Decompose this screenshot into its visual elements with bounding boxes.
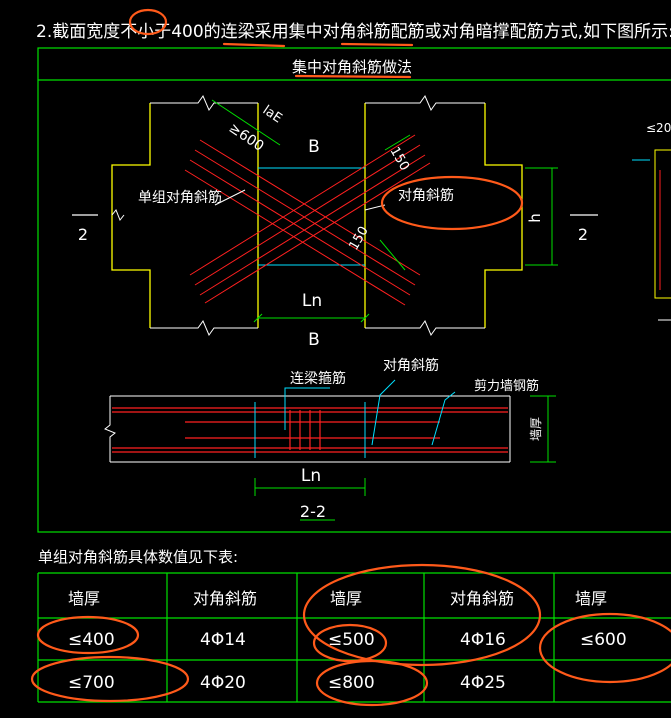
section-mark-left: 2: [78, 225, 88, 244]
table-header-wall-1: 墙厚: [68, 589, 100, 608]
section-dimension: [254, 395, 556, 521]
label-b-bottom: B: [308, 330, 320, 350]
markup-underline-heading-1: [222, 42, 286, 48]
label-stirrup: 连梁箍筋: [290, 370, 346, 387]
table-cell: 4Φ20: [200, 673, 246, 693]
markup-circle-800-cell: [315, 659, 429, 707]
table-cell: 4Φ14: [200, 630, 246, 650]
plan-view: 2 2 B B Ln h laE ≥600 150 150 单组对角斜筋 对角斜…: [72, 94, 598, 350]
label-ln-section: Ln: [301, 466, 321, 486]
table-title: 单组对角斜筋具体数值见下表:: [38, 548, 238, 566]
beam-lines: [258, 167, 365, 266]
label-wall-thickness-section: 墙厚: [529, 417, 543, 441]
section-caption: 2-2: [300, 502, 326, 521]
panel-title: 集中对角斜筋做法: [292, 58, 412, 76]
label-b-top: B: [308, 137, 320, 157]
table-cell: ≤800: [328, 673, 375, 693]
markup-circle-400: [128, 8, 168, 36]
table-row: ≤400 4Φ14 ≤500 4Φ16 ≤600: [68, 630, 627, 650]
markup-circle-diagonal: [380, 175, 524, 231]
markup-circle-600-cell: [538, 612, 671, 684]
label-diagonal-section: 对角斜筋: [383, 357, 439, 374]
table-cell: ≤700: [68, 673, 115, 693]
table-header-row: 墙厚 对角斜筋 墙厚 对角斜筋 墙厚: [68, 589, 607, 608]
label-diagonal-plan: 对角斜筋: [398, 187, 454, 204]
table-row: ≤700 4Φ20 ≤800 4Φ25: [68, 673, 506, 693]
left-wall-outline: [111, 103, 259, 328]
markup-annotations: [30, 8, 671, 707]
table-cell: ≤400: [68, 630, 115, 650]
panel-frame: [37, 47, 671, 533]
markup-circle-700-cell: [30, 655, 190, 703]
label-150-bottom: 150: [346, 224, 371, 253]
label-150-top: 150: [387, 145, 412, 174]
markup-circle-table-mid: [302, 563, 542, 667]
table-header-bar-1: 对角斜筋: [193, 589, 257, 608]
markup-circle-400-cell: [36, 615, 140, 655]
diagonal-rebar: [184, 134, 431, 306]
break-lines: [111, 94, 485, 337]
section-outline: [104, 395, 511, 463]
right-partial-label: ≤200: [646, 121, 671, 135]
label-ln-plan: Ln: [302, 291, 322, 311]
table-cell: ≤500: [328, 630, 375, 650]
right-partial-drawing: ≤200: [632, 121, 671, 321]
markup-circle-500-cell: [312, 623, 388, 663]
table-header-wall-2: 墙厚: [330, 589, 362, 608]
section-guides: [254, 379, 456, 458]
heading-text: 2.截面宽度不小于400的连梁采用集中对角斜筋配筋或对角暗撑配筋方式,如下图所示…: [36, 22, 671, 42]
table-cell: 4Φ25: [460, 673, 506, 693]
label-single-group: 单组对角斜筋: [138, 189, 222, 206]
table-cell: ≤600: [580, 630, 627, 650]
leader-single-group: [214, 189, 246, 206]
label-h: h: [526, 213, 544, 223]
markup-underline-title: [294, 74, 412, 79]
markup-underline-heading-2: [340, 42, 414, 47]
label-600: ≥600: [226, 120, 267, 155]
dimension-lines: [211, 99, 558, 323]
section-rebar: [112, 407, 508, 453]
table-header-bar-2: 对角斜筋: [450, 589, 514, 608]
table-cell: 4Φ16: [460, 630, 506, 650]
section-view: 连梁箍筋 对角斜筋 剪力墙钢筋 墙厚 Ln 2-2: [104, 357, 556, 521]
right-wall-outline: [364, 103, 523, 328]
label-wall-bar: 剪力墙钢筋: [474, 378, 539, 394]
label-lae: laE: [260, 103, 285, 127]
section-mark-right: 2: [578, 225, 588, 244]
table-header-wall-3: 墙厚: [575, 589, 607, 608]
